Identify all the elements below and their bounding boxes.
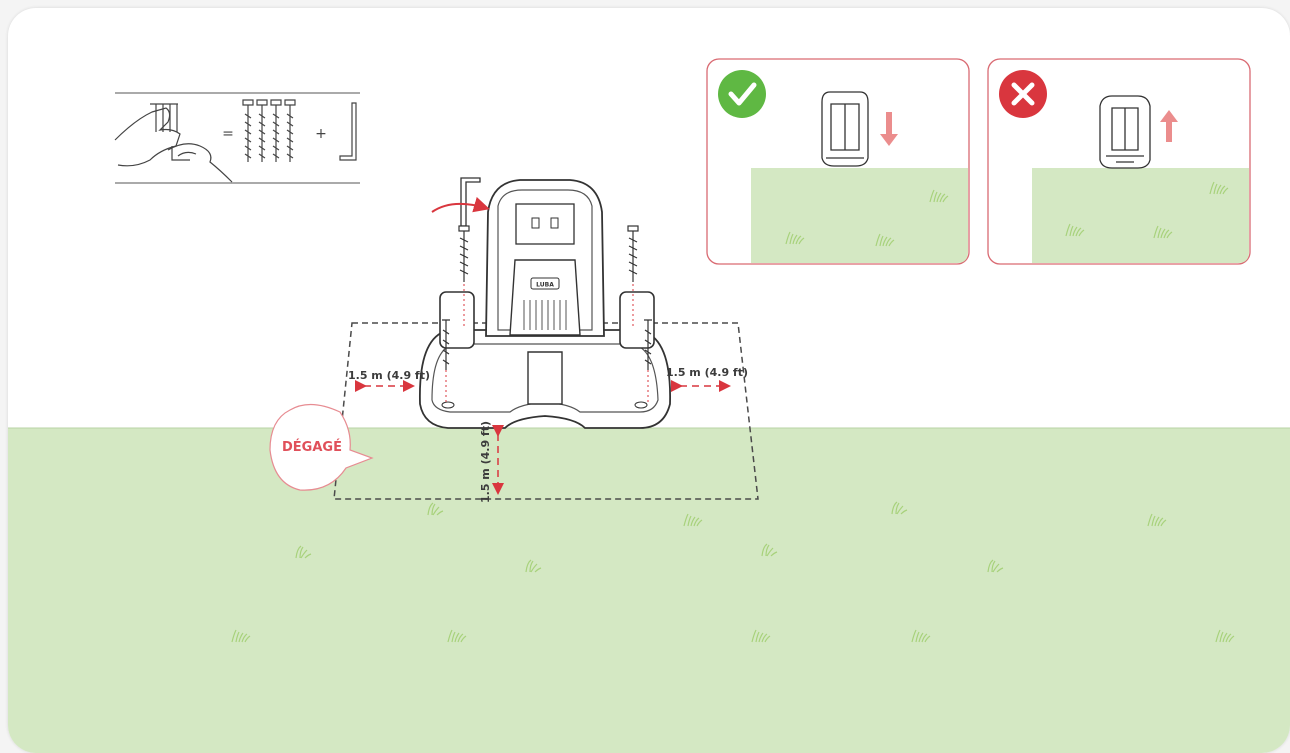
vent-slots: [523, 300, 567, 330]
right-wheel-guide: [619, 291, 655, 349]
illustration-card: = + LUBA: [8, 8, 1290, 753]
left-stake: [458, 225, 470, 282]
rotate-arrow-icon: [431, 196, 490, 213]
station-front-icon: [821, 91, 869, 167]
correct-panel-lawn: [751, 168, 968, 263]
front-clearance-label: 1.5 m (4.9 ft): [479, 421, 492, 503]
left-clearance-label: 1.5 m (4.9 ft): [348, 369, 430, 382]
station-logo-badge: [530, 277, 560, 290]
station-ramp: [527, 351, 563, 405]
cross-mark: [1011, 82, 1035, 106]
charging-contacts: [515, 203, 575, 245]
callout-bubble: [269, 403, 374, 491]
station-panel: [509, 259, 581, 336]
hex-key-icon: [460, 177, 481, 227]
arrow-up-icon: [1160, 110, 1178, 142]
station-rear-icon: [1099, 95, 1151, 169]
peg-hole-left: [441, 401, 455, 409]
contact-right: [550, 217, 559, 229]
kit-panel: = +: [114, 92, 360, 184]
lawn-area: [8, 428, 1290, 753]
hands-icon: [114, 103, 233, 183]
station-logo-text: LUBA: [536, 282, 554, 289]
incorrect-orientation-panel: [987, 58, 1251, 265]
callout-label: DÉGAGÉ: [282, 439, 342, 455]
stakes-icon: [242, 99, 296, 162]
hex-key-icon: [339, 102, 357, 161]
equals-sign: =: [222, 126, 234, 142]
charging-station: LUBA: [419, 179, 671, 429]
clearance-zone: [333, 322, 759, 500]
right-clearance-label: 1.5 m (4.9 ft): [666, 366, 748, 379]
clear-area-callout: DÉGAGÉ: [269, 403, 374, 491]
arrow-down-icon: [880, 112, 898, 146]
peg-hole-right: [634, 401, 648, 409]
check-icon: [718, 70, 766, 118]
incorrect-panel-lawn: [1032, 168, 1249, 263]
installation-diagram: = + LUBA: [8, 58, 1290, 753]
right-stake: [627, 225, 639, 282]
plus-sign: +: [315, 126, 327, 142]
contact-left: [531, 217, 540, 229]
check-mark: [728, 82, 757, 106]
station-tower-inner: [497, 189, 593, 331]
installed-stakes: [442, 319, 652, 370]
correct-orientation-panel: [706, 58, 970, 265]
